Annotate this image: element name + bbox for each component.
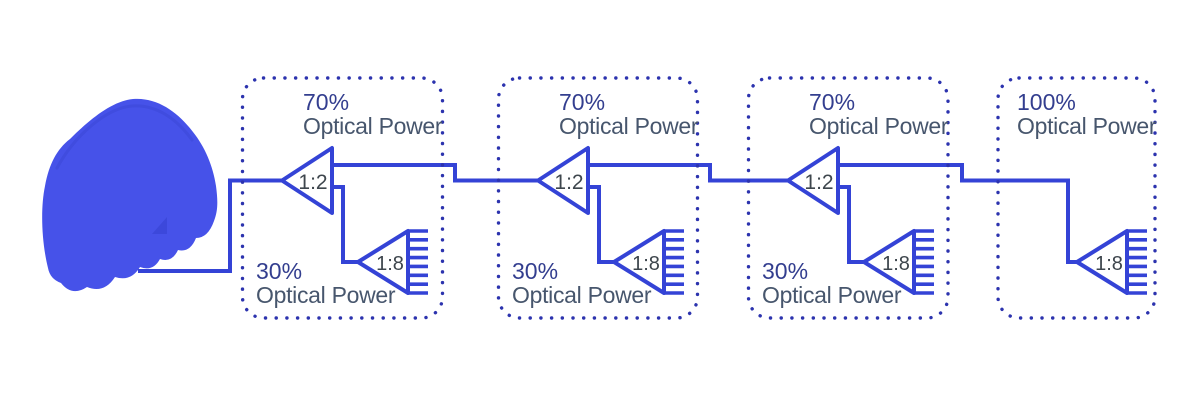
stage-2-fanout-ports bbox=[664, 229, 684, 295]
wire-stage1-to-stage2 bbox=[332, 163, 540, 183]
stage-3-top-percent: 70% bbox=[809, 89, 855, 115]
stage-2-bottom-percent: 30% bbox=[512, 258, 558, 284]
stage-2-1to2-label: 1:2 bbox=[554, 171, 583, 194]
stage-4-1to8-splitter bbox=[1075, 229, 1129, 295]
stage-1-bottom-percent: 30% bbox=[256, 258, 302, 284]
stage-2-1to2-splitter bbox=[536, 146, 590, 215]
stage-3: 70% Optical Power 1:2 1:8 30% Optical Po… bbox=[746, 76, 950, 320]
stage-3-fanout-ports bbox=[914, 229, 934, 295]
stage-1-1to2-label: 1:2 bbox=[298, 171, 327, 194]
stage-3-1to8-splitter bbox=[862, 229, 916, 295]
stage-1-fanout-ports bbox=[408, 229, 428, 295]
stage-1: 70% Optical Power 1:2 1:8 30% Optical Po… bbox=[240, 76, 445, 320]
stage-4: 100% Optical Power 1:8 bbox=[996, 76, 1157, 320]
stage-1-1to2-splitter bbox=[280, 146, 334, 215]
wire-source-to-stage1 bbox=[138, 178, 284, 273]
stage-4-1to8-label: 1:8 bbox=[1095, 253, 1123, 275]
light-engine-body bbox=[42, 98, 218, 292]
light-engine-notch bbox=[152, 217, 167, 234]
stage-1-bottom-label: Optical Power bbox=[256, 282, 396, 308]
stage-2-boundary bbox=[496, 76, 700, 320]
stage-3-1to2-splitter bbox=[786, 146, 840, 215]
stage-1-top-label: Optical Power bbox=[303, 113, 443, 139]
stage-1-30-branch-wire bbox=[332, 185, 360, 264]
stage-2: 70% Optical Power 1:2 1:8 30% Optical Po… bbox=[496, 76, 700, 320]
stage-4-fanout-ports bbox=[1127, 229, 1147, 295]
stage-1-1to8-label: 1:8 bbox=[376, 253, 404, 275]
stage-2-1to8-splitter bbox=[612, 229, 666, 295]
stage-3-1to2-label: 1:2 bbox=[804, 171, 833, 194]
stage-1-top-percent: 70% bbox=[303, 89, 349, 115]
stage-2-30-branch-wire bbox=[588, 185, 616, 264]
stage-4-top-label: Optical Power bbox=[1017, 113, 1157, 139]
stage-2-top-label: Optical Power bbox=[559, 113, 699, 139]
stage-2-bottom-label: Optical Power bbox=[512, 282, 652, 308]
fiber-wires bbox=[138, 163, 1079, 273]
stage-3-bottom-percent: 30% bbox=[762, 258, 808, 284]
stage-4-boundary bbox=[996, 76, 1157, 320]
stage-3-boundary bbox=[746, 76, 950, 320]
stage-4-top-percent: 100% bbox=[1017, 89, 1076, 115]
stage-3-top-label: Optical Power bbox=[809, 113, 949, 139]
stage-3-1to8-label: 1:8 bbox=[882, 253, 910, 275]
stage-3-bottom-label: Optical Power bbox=[762, 282, 902, 308]
light-engine-seam bbox=[55, 104, 194, 170]
stage-1-1to8-splitter bbox=[356, 229, 410, 295]
stage-1-boundary bbox=[240, 76, 445, 320]
stage-2-1to8-label: 1:8 bbox=[632, 253, 660, 275]
wire-stage3-to-stage4 bbox=[838, 163, 1079, 264]
stage-3-30-branch-wire bbox=[838, 185, 866, 264]
light-engine-illustration bbox=[42, 98, 218, 292]
wire-stage2-to-stage3 bbox=[588, 163, 790, 183]
stage-2-top-percent: 70% bbox=[559, 89, 605, 115]
